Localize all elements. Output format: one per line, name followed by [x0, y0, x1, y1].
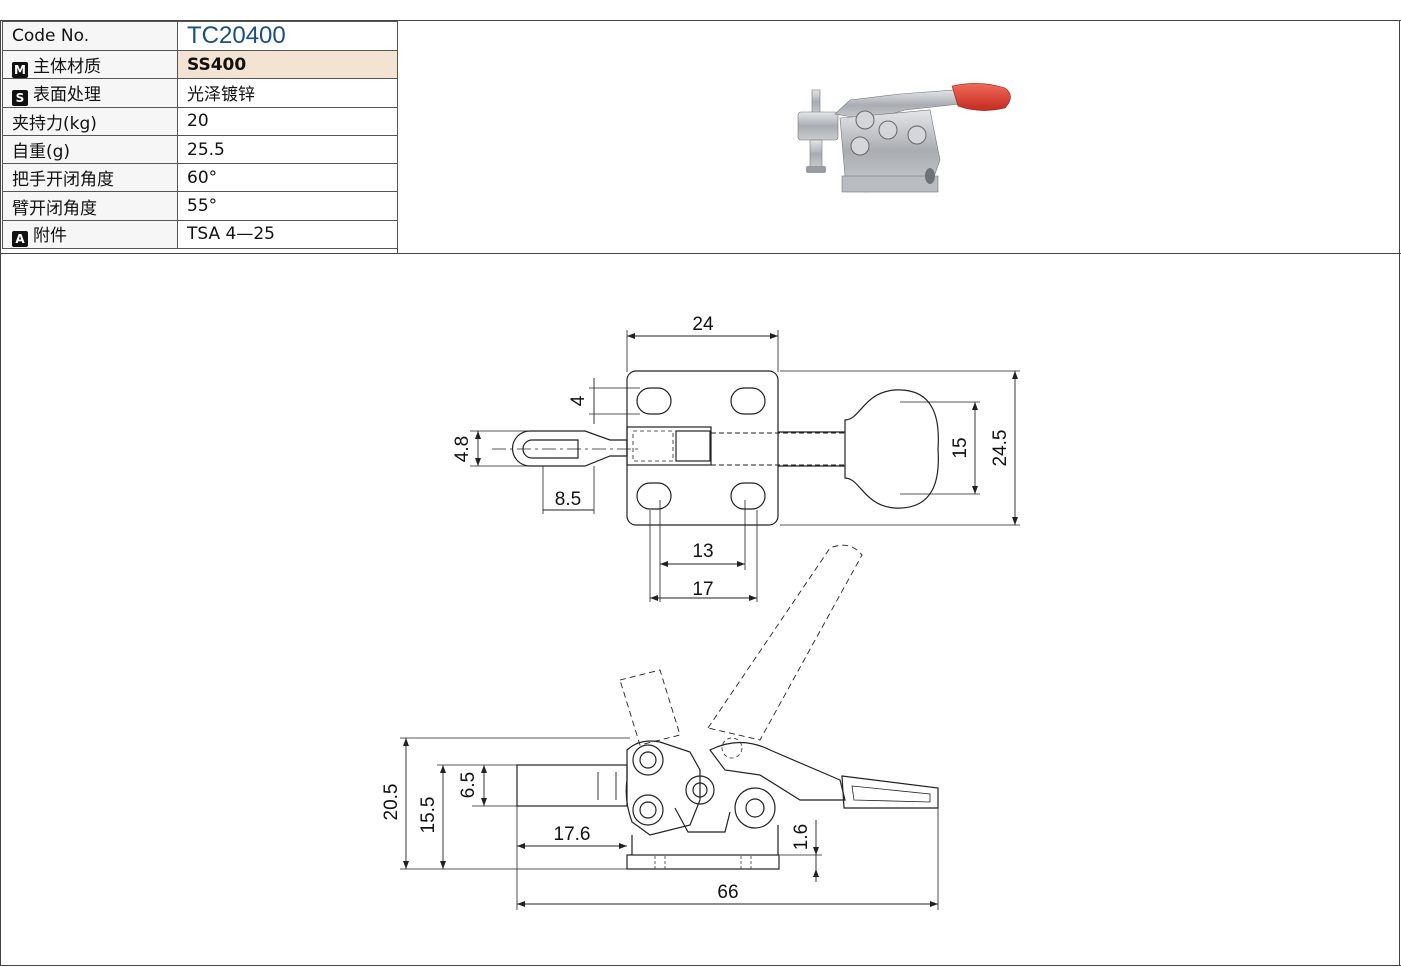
spindle-slot-outline	[522, 439, 579, 459]
dim-text-6-5: 6.5	[458, 772, 479, 798]
accessory-label: 附件	[33, 226, 67, 247]
top-rule	[0, 20, 1401, 21]
middle-rule	[0, 253, 1401, 254]
link-body	[674, 807, 731, 833]
right-rule	[1399, 20, 1400, 966]
dim-text-24: 24	[692, 314, 714, 335]
weight-label: 自重(g)	[2, 134, 178, 165]
row-code: Code No. TC20400	[2, 21, 398, 51]
dim-text-17: 17	[692, 579, 713, 600]
phantom-handle-open	[707, 544, 863, 741]
material-badge-icon: M	[12, 61, 28, 78]
dim-text-8-5: 8.5	[555, 489, 581, 510]
dim-text-17-6: 17.6	[554, 824, 591, 845]
code-value: TC20400	[177, 21, 398, 51]
left-rule	[0, 20, 1, 966]
pivot-lower	[632, 794, 664, 826]
weight-value: 25.5	[177, 134, 398, 165]
handle-lever	[709, 741, 846, 801]
link-block	[675, 430, 711, 462]
top-view	[470, 330, 1020, 602]
handle-grip	[841, 775, 939, 809]
base-plate	[626, 854, 780, 870]
surface-label: 表面处理	[33, 84, 101, 105]
clamp-arm-body	[625, 740, 701, 836]
product-photo	[797, 83, 1011, 193]
accessory-value: TSA 4—25	[177, 219, 398, 250]
material-label: 主体材质	[33, 56, 101, 77]
dim-text-4-8: 4.8	[452, 436, 473, 462]
dim-text-13: 13	[692, 541, 713, 562]
surface-label-cell: S 表面处理	[2, 78, 178, 108]
accessory-label-cell: A 附件	[2, 219, 178, 250]
handle-angle-label: 把手开闭角度	[2, 163, 178, 193]
slot-hole-tl	[636, 387, 672, 415]
arm-angle-label: 臂开闭角度	[2, 191, 178, 221]
material-label-cell: M 主体材质	[2, 49, 178, 80]
phantom-arm-open	[619, 669, 681, 746]
dim-text-24-5: 24.5	[990, 430, 1011, 467]
arm-body	[626, 426, 712, 466]
force-label: 夹持力(kg)	[2, 106, 178, 136]
slot-hole-br	[730, 482, 766, 510]
row-force: 夹持力(kg) 20	[2, 106, 398, 136]
accessory-badge-icon: A	[12, 231, 28, 248]
dim-text-15-5: 15.5	[418, 797, 439, 834]
spindle-block	[516, 764, 628, 807]
row-handle-angle: 把手开闭角度 60°	[2, 163, 398, 193]
slot-hole-tr	[730, 387, 766, 415]
surface-value: 光泽镀锌	[177, 78, 398, 108]
code-label: Code No.	[2, 21, 178, 51]
row-material: M 主体材质 SS400	[2, 49, 398, 80]
handle-angle-value: 60°	[177, 163, 398, 193]
pivot-middle	[685, 775, 715, 805]
dim-text-4: 4	[568, 395, 589, 406]
bottom-rule	[0, 965, 1401, 966]
slot-hole-bl	[636, 482, 672, 510]
row-accessory: A 附件 TSA 4—25	[2, 219, 398, 250]
spindle-arm-outline	[511, 430, 628, 467]
technical-drawing: 24 4 4.8 8.5 13 17 15 24.5 20.5 15.5 6.5…	[381, 314, 1020, 910]
base-plate-outline	[626, 370, 779, 526]
pivot-right	[734, 787, 776, 829]
dim-text-66: 66	[717, 882, 738, 903]
row-surface: S 表面处理 光泽镀锌	[2, 78, 398, 108]
force-value: 20	[177, 106, 398, 136]
dim-text-20-5: 20.5	[381, 784, 402, 821]
row-weight: 自重(g) 25.5	[2, 134, 398, 165]
pivot-upper	[632, 744, 664, 776]
dim-text-15: 15	[950, 437, 971, 458]
hidden-pivot	[632, 430, 674, 462]
material-value: SS400	[177, 49, 398, 80]
dim-text-1-6: 1.6	[791, 824, 812, 850]
arm-angle-value: 55°	[177, 191, 398, 221]
handle-grip-outline	[844, 389, 939, 509]
table-divider	[397, 20, 398, 254]
side-view	[400, 544, 939, 910]
surface-badge-icon: S	[12, 89, 28, 106]
row-arm-angle: 臂开闭角度 55°	[2, 191, 398, 221]
